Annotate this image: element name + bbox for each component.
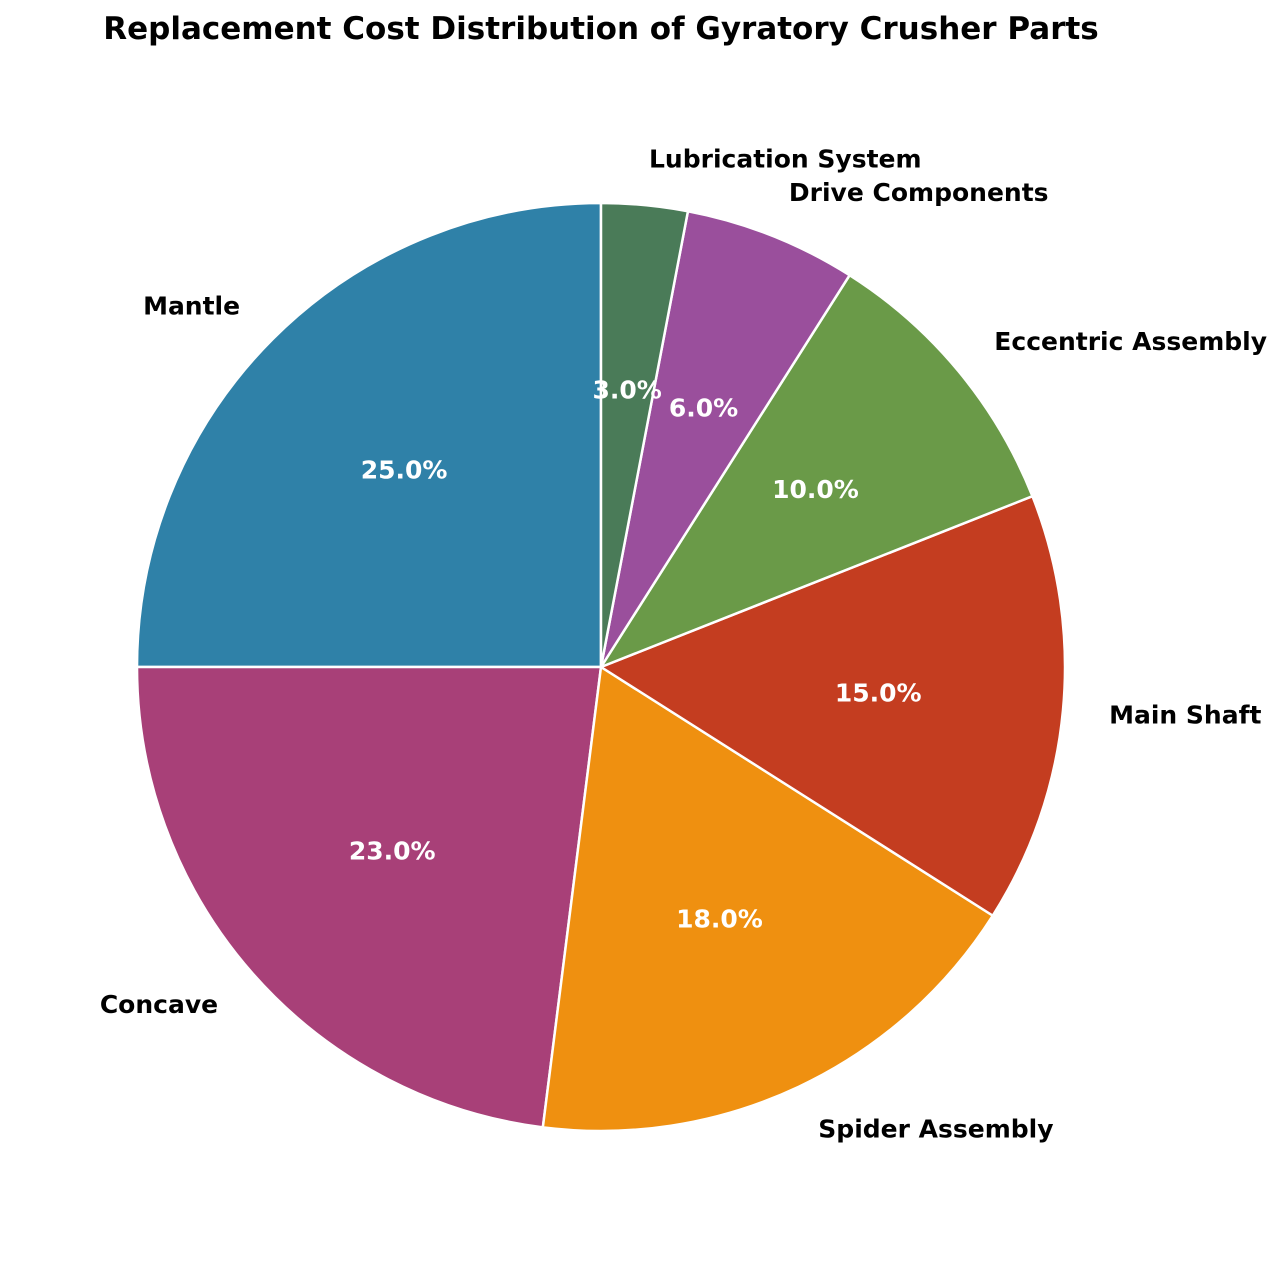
- pie-category-label-drive-components: Drive Components: [789, 178, 1049, 207]
- pie-slice-mantle: [135, 201, 603, 669]
- pie-category-label-mantle: Mantle: [143, 292, 240, 321]
- pie-category-label-lubrication-system: Lubrication System: [649, 144, 922, 173]
- pie-category-label-spider-assembly: Spider Assembly: [818, 1114, 1053, 1143]
- pie-slice-concave: [135, 665, 603, 1129]
- pie-slice-drive-components: [599, 209, 851, 669]
- pie-pct-label-eccentric-assembly: 10.0%: [772, 475, 859, 504]
- pie-category-label-eccentric-assembly: Eccentric Assembly: [994, 327, 1267, 356]
- pie-slice-main-shaft: [599, 494, 1067, 917]
- pie-slice-lubrication-system: [599, 201, 690, 669]
- pie-category-label-concave: Concave: [100, 990, 218, 1019]
- pie-pct-label-spider-assembly: 18.0%: [676, 904, 763, 933]
- pie-pct-label-main-shaft: 15.0%: [835, 679, 922, 708]
- pie-slice-eccentric-assembly: [599, 273, 1034, 669]
- chart-title: Replacement Cost Distribution of Gyrator…: [103, 11, 1099, 47]
- pie-category-label-main-shaft: Main Shaft: [1109, 701, 1261, 730]
- pie-slice-spider-assembly: [541, 665, 995, 1133]
- pie-pct-label-mantle: 25.0%: [361, 456, 448, 485]
- pie-pct-label-drive-components: 6.0%: [669, 394, 738, 423]
- pie-pct-label-lubrication-system: 3.0%: [593, 375, 662, 404]
- pie-pct-label-concave: 23.0%: [349, 837, 436, 866]
